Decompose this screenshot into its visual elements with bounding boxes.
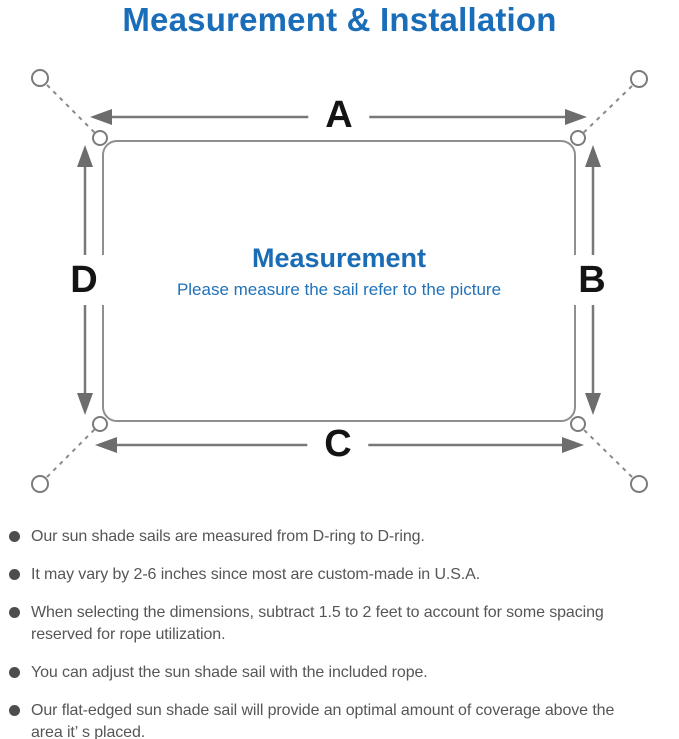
arrowhead-b-bottom-icon: [585, 393, 601, 415]
list-item: Our sun shade sails are measured from D-…: [9, 526, 675, 548]
bullet-icon: [9, 569, 20, 581]
dimension-label-b: B: [571, 255, 613, 305]
measurement-note-title: Measurement: [251, 243, 427, 273]
anchor-circle-top-right: [630, 70, 648, 88]
note-text: Our flat-edged sun shade sail will provi…: [31, 702, 615, 739]
arrowhead-c-right-icon: [562, 437, 584, 453]
note-text: You can adjust the sun shade sail with t…: [31, 664, 428, 682]
sail-diagram: [31, 69, 648, 493]
dimension-label-d: D: [63, 255, 105, 305]
d-ring-top-right-icon: [570, 130, 586, 146]
arrowhead-a-right-icon: [565, 109, 587, 125]
note-text: When selecting the dimensions, subtract …: [31, 604, 604, 644]
notes-list: Our sun shade sails are measured from D-…: [9, 526, 675, 739]
note-text: Our sun shade sails are measured from D-…: [31, 528, 425, 545]
list-item: It may vary by 2-6 inches since most are…: [9, 564, 675, 586]
rope-line-bottom-right: [577, 423, 633, 478]
arrowhead-d-bottom-icon: [77, 393, 93, 415]
bullet-icon: [9, 607, 20, 619]
list-item: You can adjust the sun shade sail with t…: [9, 662, 675, 684]
rope-line-top-right: [577, 85, 633, 139]
measurement-note-subtitle: Please measure the sail refer to the pic…: [176, 280, 502, 299]
measurement-note: Measurement Please measure the sail refe…: [103, 243, 575, 300]
arrowhead-c-left-icon: [95, 437, 117, 453]
anchor-circle-top-left: [31, 69, 49, 87]
d-ring-bottom-right-icon: [570, 416, 586, 432]
list-item: Our flat-edged sun shade sail will provi…: [9, 700, 675, 739]
d-ring-top-left-icon: [92, 130, 108, 146]
dimension-label-a: A: [308, 94, 370, 136]
note-text: It may vary by 2-6 inches since most are…: [31, 566, 481, 584]
anchor-circle-bottom-left: [31, 475, 49, 493]
bullet-icon: [9, 531, 20, 542]
arrowhead-a-left-icon: [90, 109, 112, 125]
dimension-label-c: C: [307, 423, 369, 465]
page-title: Measurement & Installation: [122, 1, 557, 38]
arrowhead-d-top-icon: [77, 145, 93, 167]
bullet-icon: [9, 667, 20, 679]
arrowhead-b-top-icon: [585, 145, 601, 167]
bullet-icon: [9, 705, 20, 717]
anchor-circle-bottom-right: [630, 475, 648, 493]
rope-line-top-left: [46, 84, 101, 139]
rope-line-bottom-left: [46, 423, 101, 478]
list-item: When selecting the dimensions, subtract …: [9, 602, 675, 646]
d-ring-bottom-left-icon: [92, 416, 108, 432]
